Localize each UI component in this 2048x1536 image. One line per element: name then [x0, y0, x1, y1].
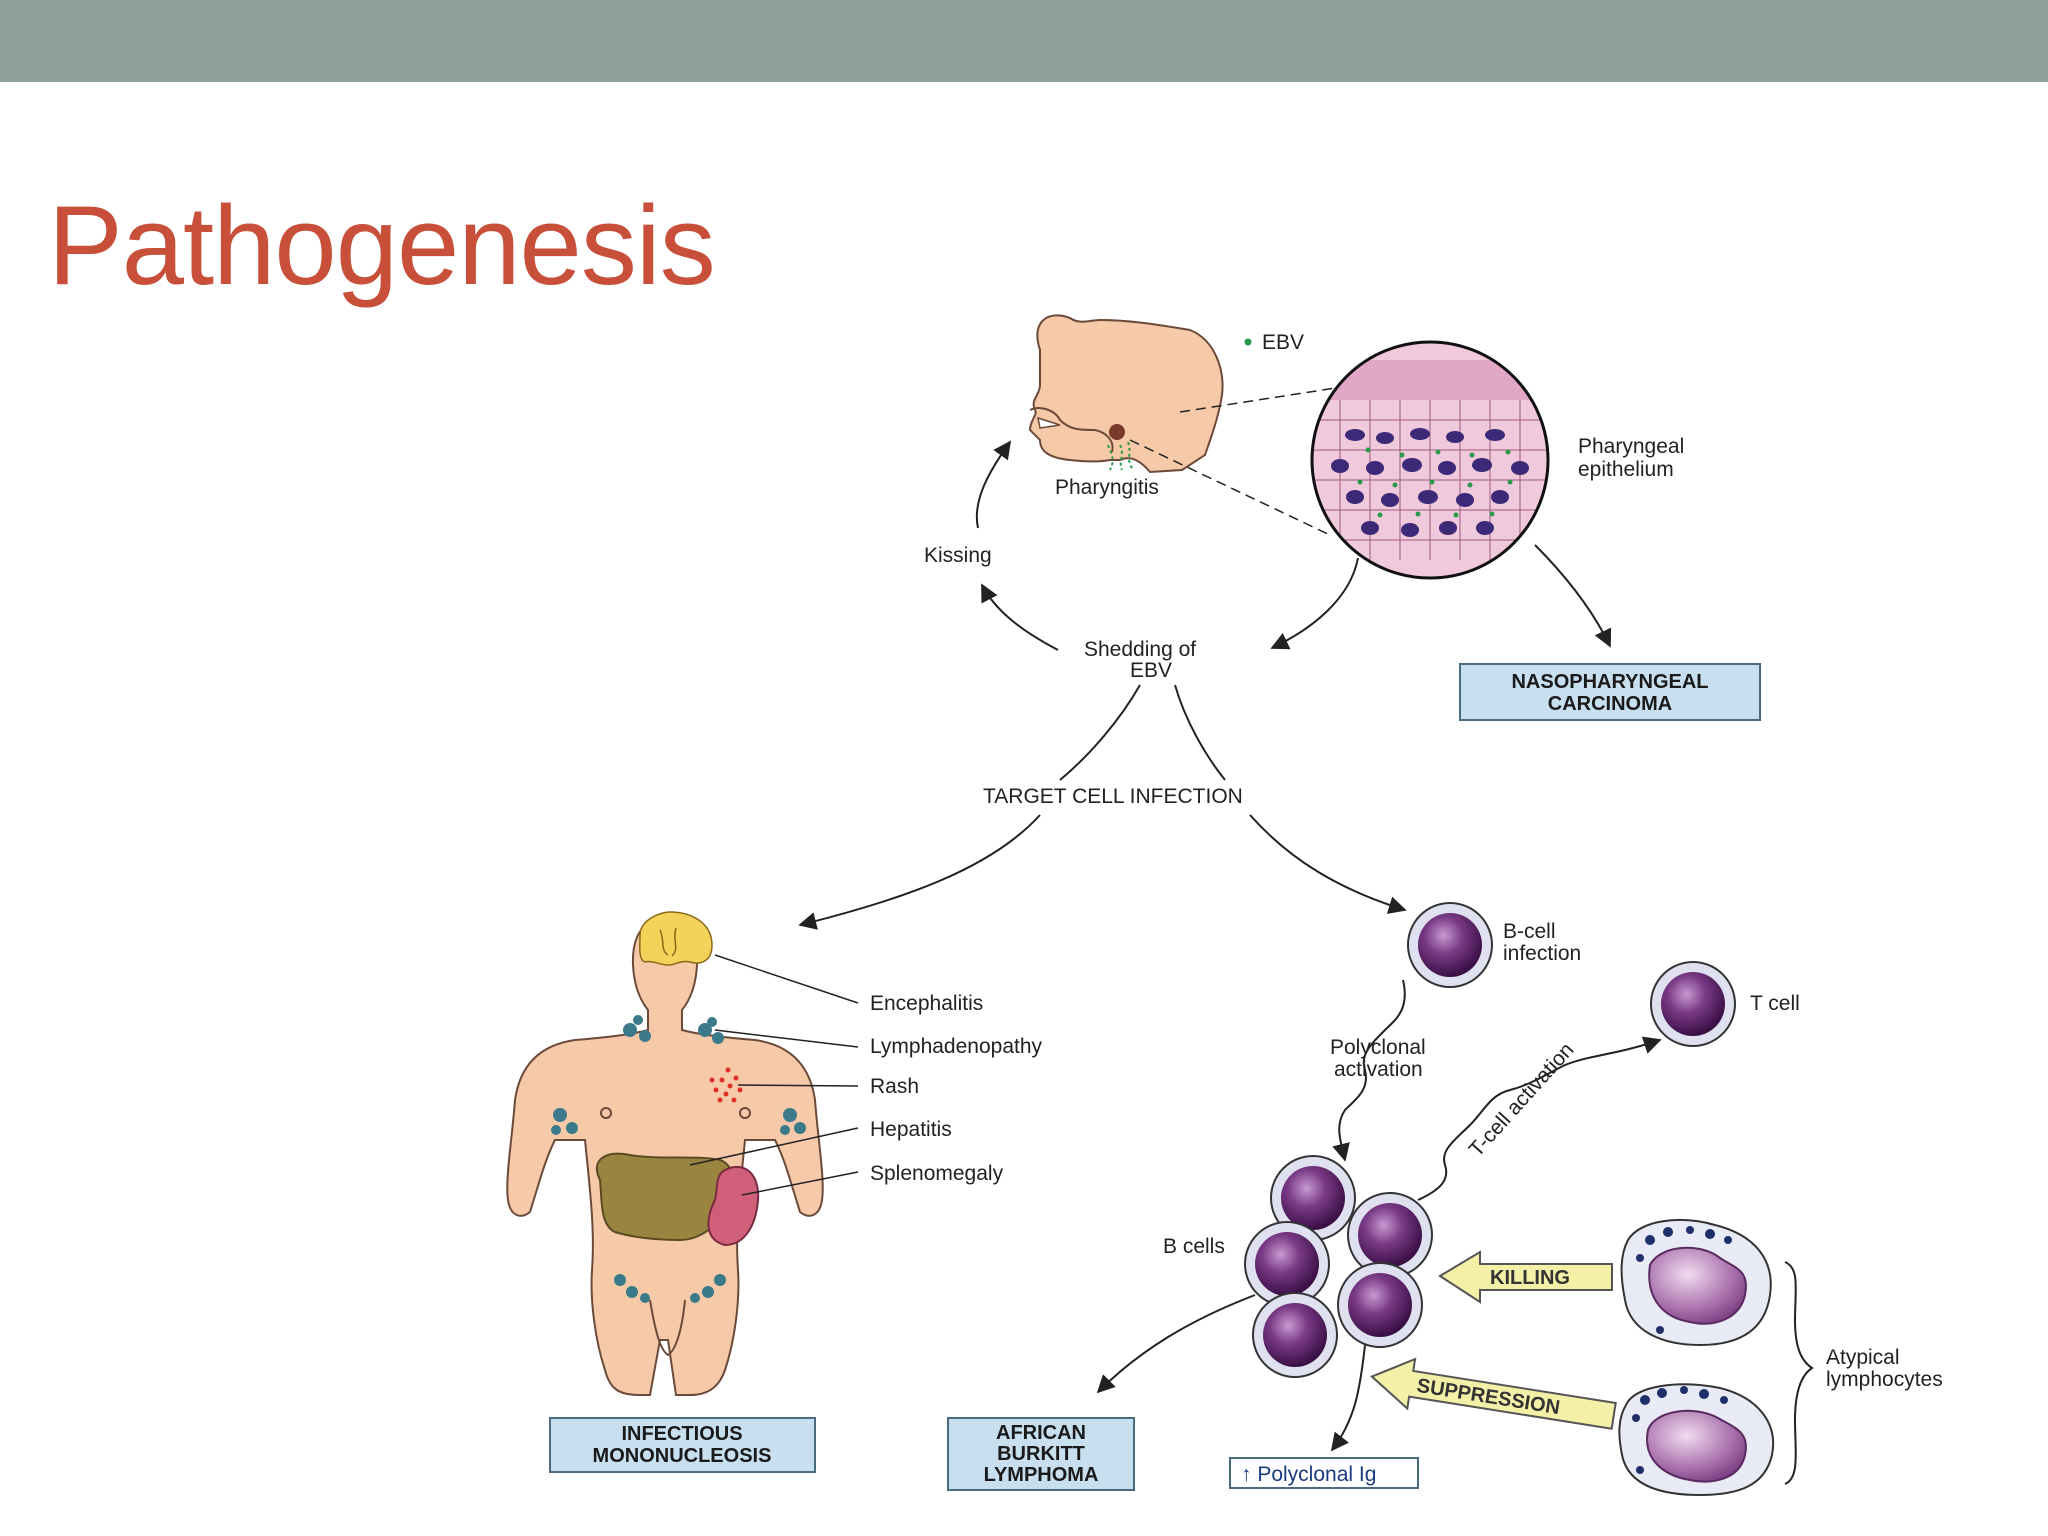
symptom-rash: Rash [870, 1075, 919, 1098]
slide-top-bar [0, 0, 2048, 82]
pharyngitis-label: Pharyngitis [1055, 476, 1159, 499]
pharyngeal-epithelium-circle [1310, 340, 1550, 580]
ebv-virus-dot [1244, 338, 1252, 346]
arrow-epithelium-to-npc [1534, 544, 1612, 648]
npc-label-1: NASOPHARYNGEAL [1511, 671, 1708, 693]
target-cell-infection-label: TARGET CELL INFECTION [983, 785, 1243, 808]
polyclonal-ig-box [1229, 1457, 1419, 1489]
suppression-label: SUPPRESSION [1415, 1375, 1561, 1419]
burkitt-lymphoma-box [947, 1417, 1135, 1491]
symptom-lymphadenopathy: Lymphadenopathy [870, 1035, 1043, 1058]
nasopharyngeal-carcinoma-box [1459, 663, 1761, 721]
arrow-target-to-bcell [1249, 814, 1407, 914]
burkitt-label-3: LYMPHOMA [984, 1464, 1099, 1486]
head-illustration [1028, 314, 1252, 474]
arrow-shedding-to-kissing [981, 583, 1059, 651]
zoom-line-bottom [1129, 439, 1331, 536]
kissing-label: Kissing [924, 544, 992, 567]
polyclonal-activation-label-2: activation [1334, 1058, 1423, 1081]
symptom-encephalitis: Encephalitis [870, 992, 983, 1015]
im-label-1: INFECTIOUS [621, 1423, 742, 1445]
atypical-label-2: lymphocytes [1826, 1368, 1943, 1391]
infectious-mononucleosis-box [549, 1417, 816, 1473]
tcell-activation-label: T-cell activation [1465, 1038, 1579, 1161]
atypical-lymphocyte-top [1620, 1219, 1772, 1347]
t-cell-label: T cell [1750, 992, 1800, 1015]
atypical-brace [1784, 1261, 1814, 1485]
b-cells-label: B cells [1163, 1235, 1225, 1258]
killing-label: KILLING [1490, 1267, 1570, 1289]
burkitt-label-1: AFRICAN [996, 1422, 1086, 1444]
pharyngeal-epithelium-label-2: epithelium [1578, 458, 1674, 481]
b-cells-cluster [1244, 1155, 1433, 1378]
arrow-polyclonal-activation [1332, 979, 1406, 1162]
b-cell-infection-cell [1407, 902, 1493, 988]
polyclonal-ig-label: ↑ Polyclonal Ig [1241, 1463, 1376, 1486]
pharyngeal-epithelium-label-1: Pharyngeal [1578, 435, 1684, 458]
npc-label-2: CARCINOMA [1548, 693, 1672, 715]
symptom-splenomegaly: Splenomegaly [870, 1162, 1004, 1185]
arrow-epithelium-to-shedding [1270, 557, 1359, 650]
arrow-target-to-im [798, 814, 1041, 930]
bcell-infection-label-1: B-cell [1503, 920, 1556, 943]
line-shedding-to-target-left [1059, 684, 1141, 781]
shedding-label-2: EBV [1130, 659, 1172, 682]
burkitt-label-2: BURKITT [997, 1443, 1085, 1465]
polyclonal-activation-label-1: Polyclonal [1330, 1036, 1426, 1059]
line-shedding-to-target-right [1174, 684, 1226, 781]
arrow-kissing-to-head [975, 440, 1012, 529]
slide-title: Pathogenesis [48, 183, 716, 308]
shedding-label-1: Shedding of [1084, 638, 1196, 661]
arrow-tcell-activation [1417, 1036, 1662, 1201]
killing-arrow [1438, 1250, 1613, 1304]
arrow-bcells-to-ig [1330, 1344, 1366, 1452]
bcell-infection-label-2: infection [1503, 942, 1581, 965]
ebv-legend-label: EBV [1262, 331, 1304, 354]
atypical-label-1: Atypical [1826, 1346, 1900, 1369]
t-cell [1650, 961, 1736, 1047]
im-label-2: MONONUCLEOSIS [593, 1445, 772, 1467]
suppression-arrow: SUPPRESSION [1369, 1357, 1617, 1430]
symptom-leader-lines [689, 954, 859, 1196]
symptom-hepatitis: Hepatitis [870, 1118, 952, 1141]
atypical-lymphocyte-bottom [1618, 1383, 1775, 1497]
arrow-bcells-to-burkitt [1096, 1294, 1256, 1394]
body-illustration [506, 911, 824, 1396]
zoom-line-top [1179, 384, 1356, 413]
